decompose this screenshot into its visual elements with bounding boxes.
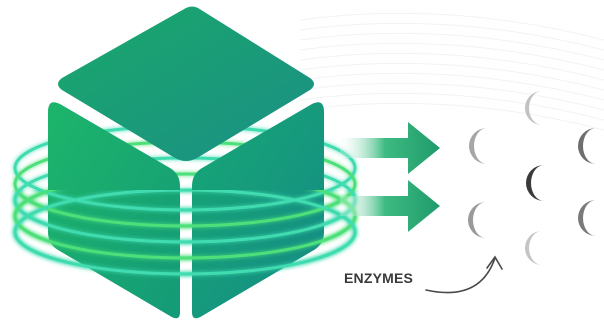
arrow-top: [340, 122, 440, 174]
enzyme-icon: [469, 128, 487, 164]
enzyme-icon: [468, 202, 486, 238]
enzyme-icon: [526, 165, 544, 201]
cube-left-face: [48, 102, 180, 319]
enzyme-group: [468, 91, 596, 265]
enzymes-label: ENZYMES: [344, 270, 413, 286]
enzyme-icon: [578, 128, 596, 164]
enzyme-icon: [525, 91, 542, 125]
enzyme-icon: [578, 200, 596, 236]
enzyme-icon: [525, 231, 542, 265]
cube-right-face: [192, 102, 324, 319]
arrow-icon: [340, 122, 440, 232]
cube-top-face: [58, 6, 314, 161]
cube-icon: [48, 6, 324, 319]
background-stripes: [299, 12, 604, 131]
arrow-bottom: [340, 180, 440, 232]
curved-arrow-icon: [425, 255, 503, 294]
